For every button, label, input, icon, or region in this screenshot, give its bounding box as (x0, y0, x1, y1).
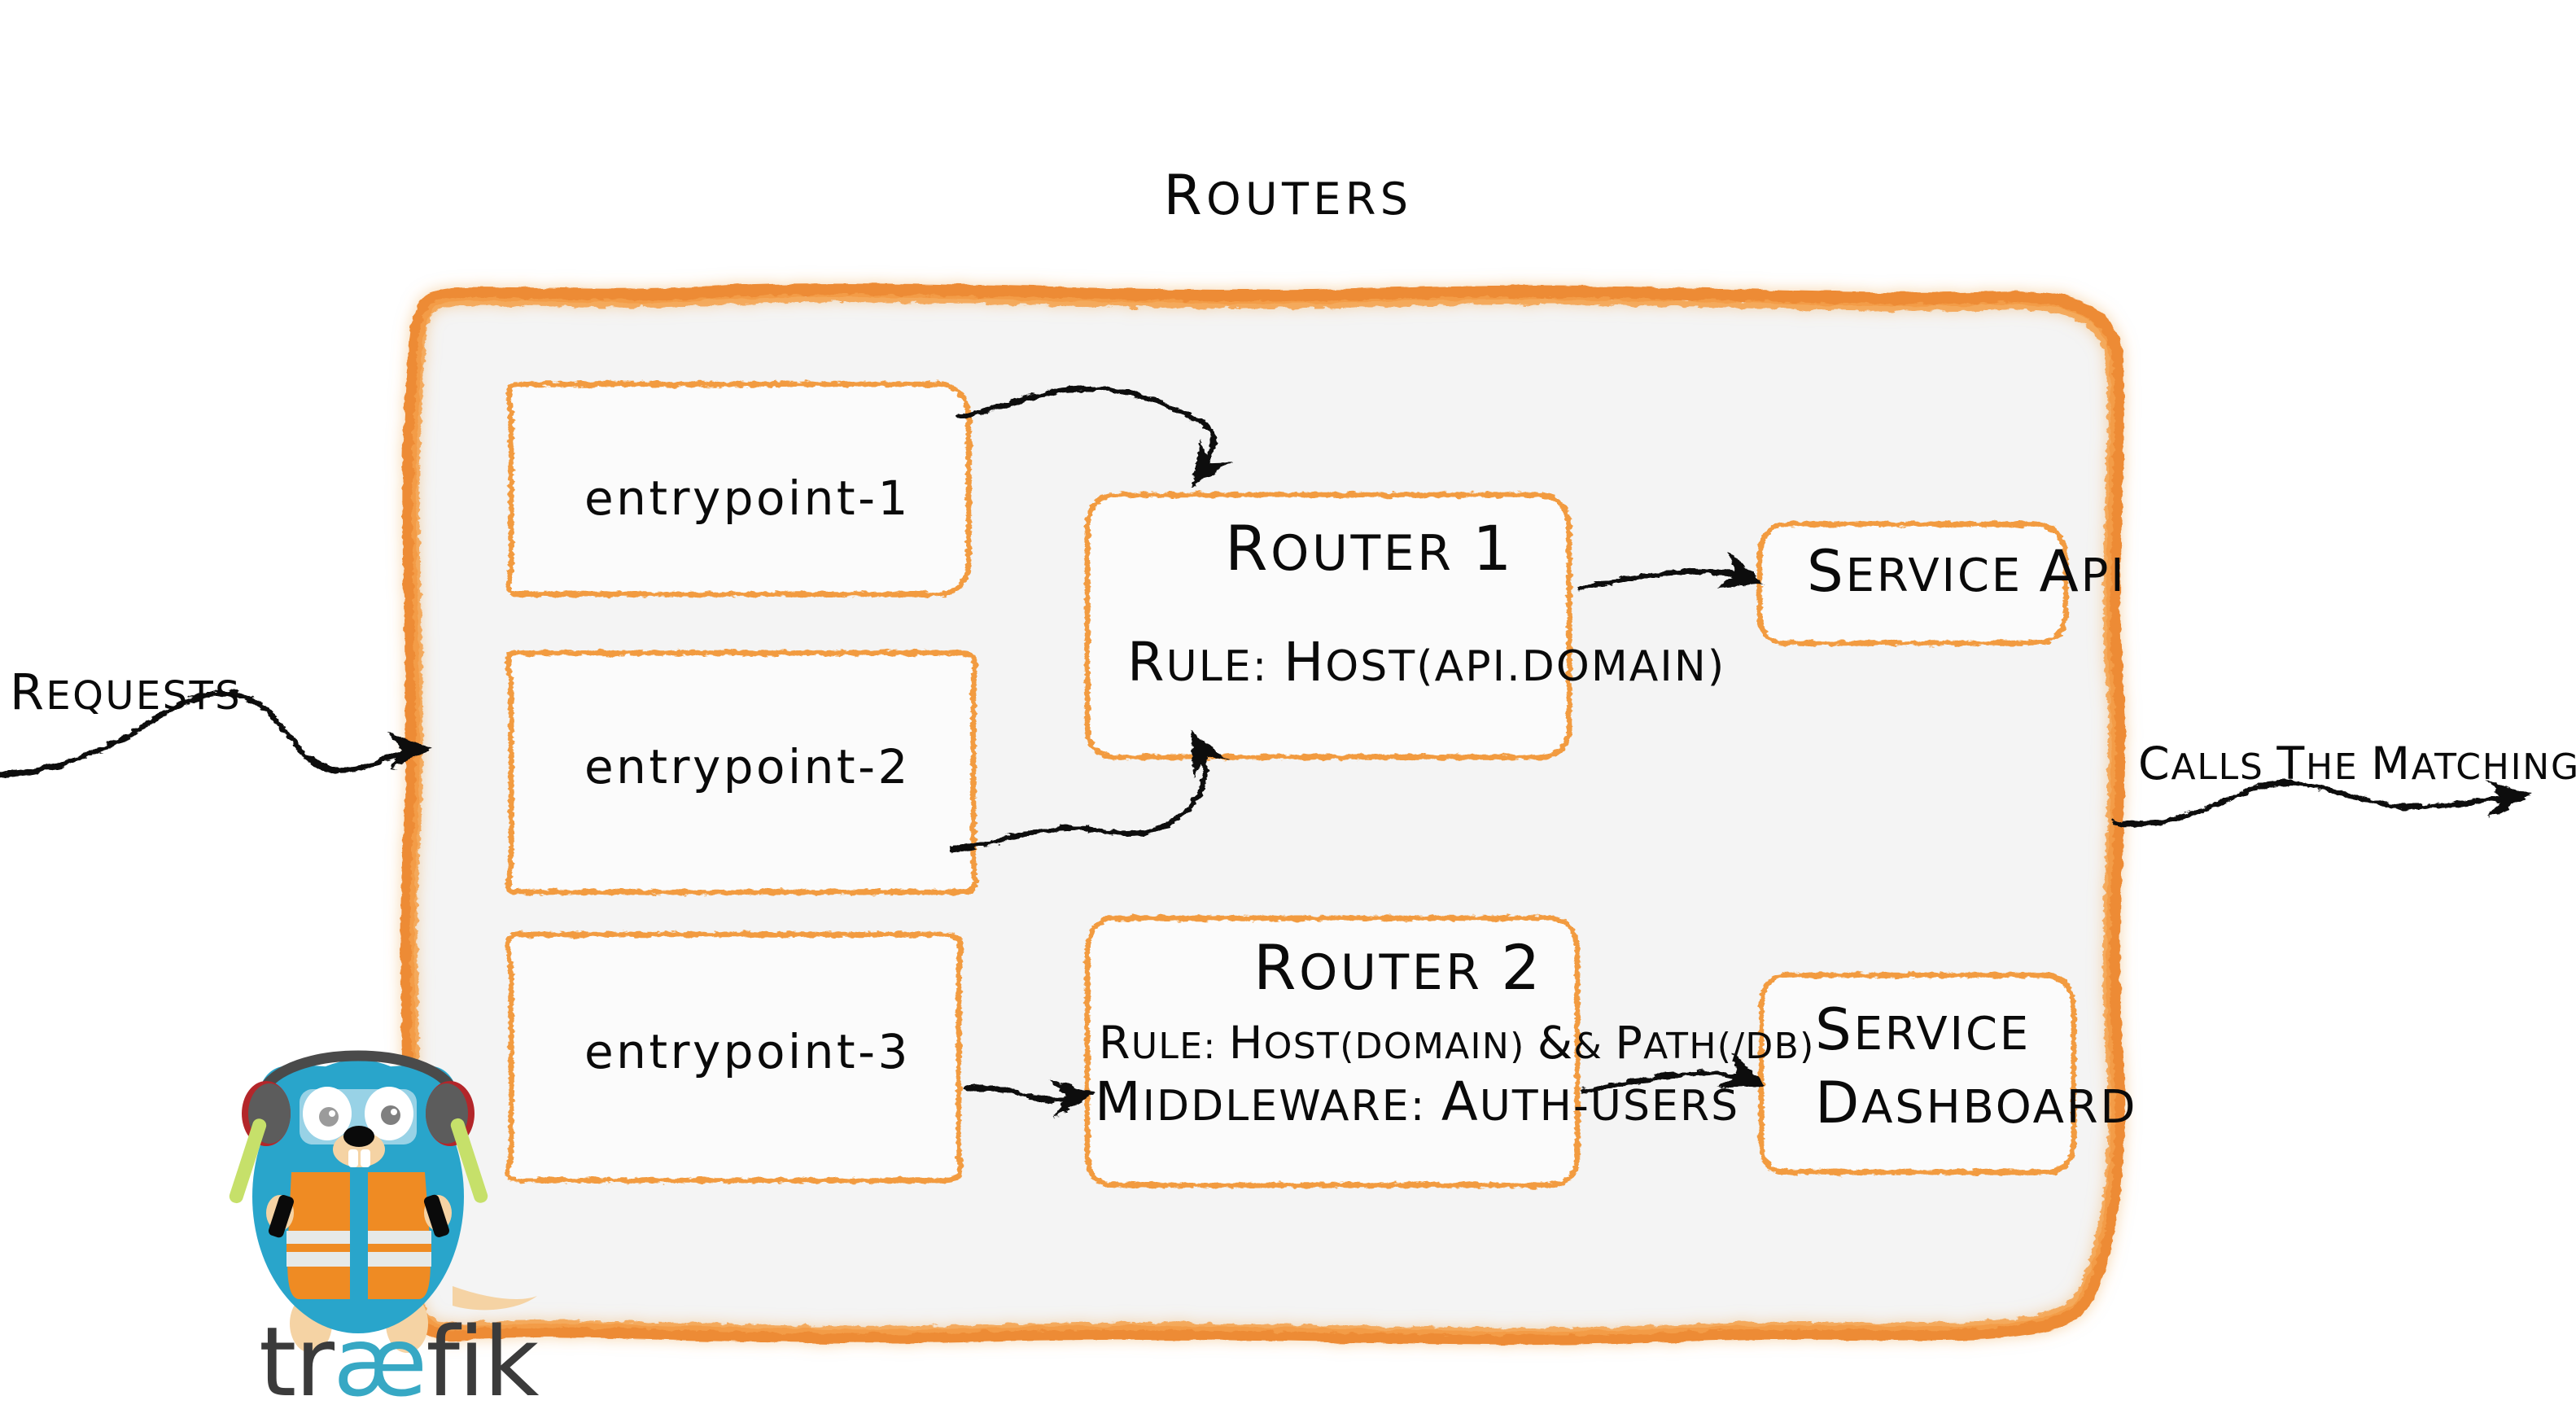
router-2-rule: rule: Host(domain) && Path(/db) (1099, 1018, 1815, 1070)
gopher-wand-right (423, 1118, 488, 1237)
entrypoint-2-label: entrypoint-2 (584, 739, 911, 794)
edge-ep1-router1 (956, 385, 1233, 488)
router-2-middleware: Middleware: auth-users (1095, 1071, 1740, 1133)
wordmark-ligature: æ (333, 1306, 427, 1418)
traefik-gopher (229, 1050, 537, 1353)
requests-arrow (0, 690, 432, 778)
wordmark-suffix: fik (426, 1306, 539, 1418)
service-api-box[interactable] (1756, 521, 2069, 646)
page-title: Routers (1163, 164, 1413, 228)
service-api-label: Service API (1807, 538, 2127, 605)
edge-router1-serviceapi (1576, 551, 1765, 591)
entrypoint-2-box[interactable] (505, 650, 978, 895)
router-1-title: Router 1 (1225, 513, 1515, 584)
router-1-rule: rule: Host(api.domain) (1127, 632, 1726, 694)
service-dashboard-label-line2: Dashboard (1815, 1070, 2138, 1136)
requests-label: Requests (10, 664, 243, 721)
gopher-wand-left (229, 1118, 294, 1238)
calls-arrow (2110, 779, 2532, 828)
traefik-wordmark: træfik (259, 1314, 539, 1410)
gopher-headphones-band (256, 1050, 460, 1098)
service-dashboard-box[interactable] (1758, 972, 2077, 1175)
router-2-box[interactable] (1084, 915, 1581, 1188)
router-2-title: Router 2 (1253, 932, 1543, 1004)
edge-ep3-router2 (964, 1079, 1096, 1118)
wordmark-prefix: tr (259, 1306, 335, 1418)
calls-the-matching-server-label: Calls the matching server (2138, 738, 2576, 790)
entrypoint-1-box[interactable] (505, 381, 972, 597)
service-dashboard-label-line1: Service (1815, 996, 2031, 1063)
edge-ep2-router1 (949, 729, 1228, 853)
entrypoint-3-label: entrypoint-3 (584, 1024, 911, 1079)
edge-router2-servicedashboard (1581, 1051, 1766, 1094)
gopher-nose (343, 1126, 374, 1147)
entrypoint-1-label: entrypoint-1 (584, 470, 911, 526)
router-1-box[interactable] (1084, 492, 1572, 760)
entrypoint-3-box[interactable] (505, 931, 963, 1184)
